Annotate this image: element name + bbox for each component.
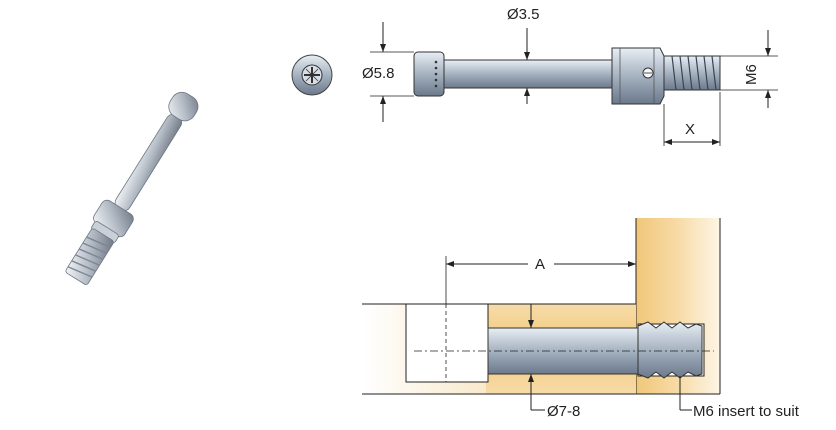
bolt-end-view	[291, 54, 333, 96]
a-label-bg	[528, 252, 554, 274]
head-diameter-label: Ø5.8	[362, 65, 395, 82]
panel-section-view	[362, 218, 721, 395]
distance-a-label: A	[535, 256, 545, 273]
thread-size-label: M6	[743, 64, 760, 85]
bore-diameter-label: Ø7-8	[547, 403, 580, 420]
dimension-rod-diameter	[524, 28, 530, 104]
bolt-photo	[65, 91, 199, 285]
bolt-side-view	[413, 47, 721, 105]
rod-diameter-label: Ø3.5	[507, 6, 540, 23]
length-x-label: X	[685, 121, 695, 138]
dimension-bore-diameter	[528, 304, 545, 411]
dimension-thread	[720, 30, 778, 108]
insert-note-label: M6 insert to suit	[693, 403, 800, 420]
dimension-length-x	[663, 92, 721, 146]
dimension-head-diameter	[370, 22, 414, 122]
insert-leader	[679, 376, 692, 411]
